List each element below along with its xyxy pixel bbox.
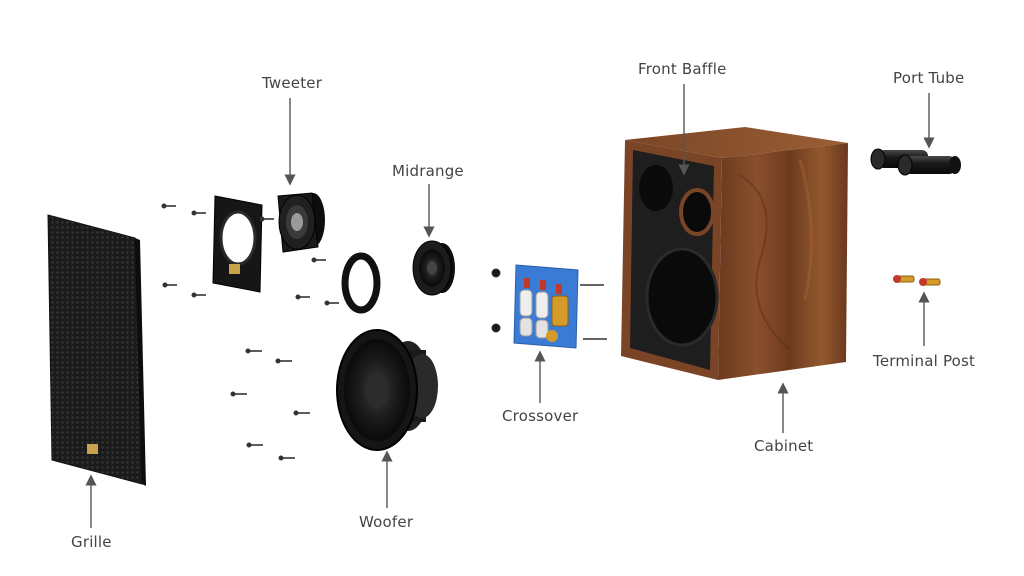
label-terminal-post: Terminal Post [873, 352, 975, 370]
plate-logo-icon [229, 264, 240, 274]
crossover-part [514, 265, 578, 348]
woofer-part [337, 330, 438, 450]
label-crossover: Crossover [502, 407, 578, 425]
grille-logo-icon [87, 444, 98, 454]
label-grille: Grille [71, 533, 112, 551]
tweeter-part [278, 193, 325, 252]
label-front-baffle: Front Baffle [638, 60, 727, 78]
baffle-upper-port-hole [639, 165, 673, 211]
grille-part [48, 215, 146, 486]
port-tube-part [871, 149, 961, 175]
label-cabinet: Cabinet [754, 437, 813, 455]
midrange-part [413, 241, 455, 295]
tweeter-plate [213, 196, 262, 292]
tweeter-gasket-ring [345, 256, 377, 310]
terminal-post-part [893, 275, 940, 286]
label-port-tube: Port Tube [893, 69, 964, 87]
label-tweeter: Tweeter [262, 74, 322, 92]
cabinet-part [621, 127, 848, 380]
baffle-woofer-hole [647, 249, 717, 345]
baffle-midrange-hole [681, 190, 713, 234]
label-midrange: Midrange [392, 162, 464, 180]
label-woofer: Woofer [359, 513, 413, 531]
